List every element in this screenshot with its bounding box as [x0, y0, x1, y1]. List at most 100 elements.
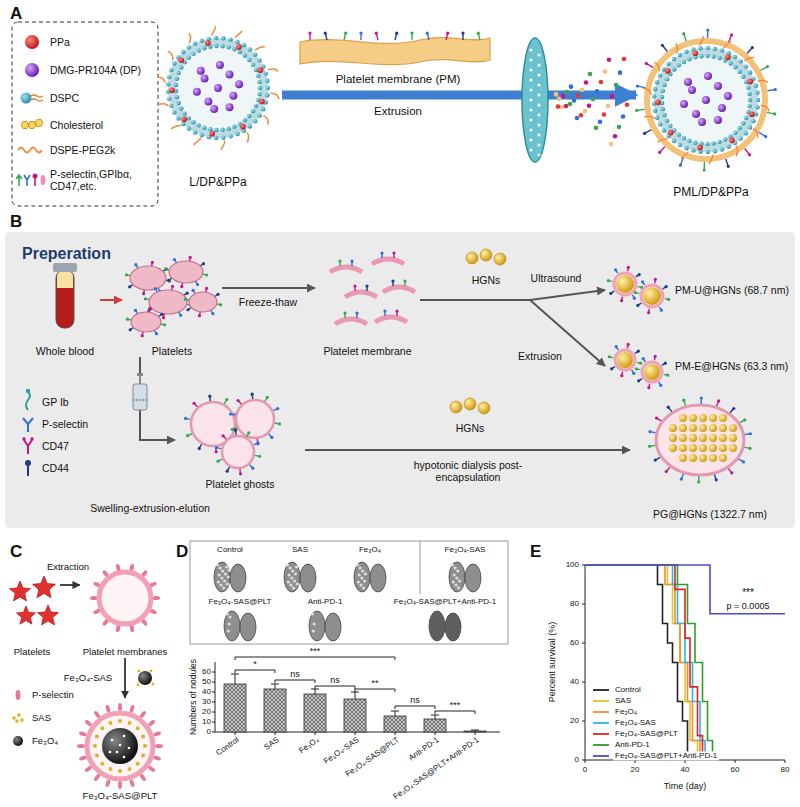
lung-nodule — [224, 572, 227, 575]
process-arrow — [124, 658, 126, 698]
tick-label: 20 — [570, 716, 579, 725]
lipid-head — [257, 80, 261, 84]
gold-nanoparticle — [679, 454, 687, 462]
peg-chain — [235, 31, 243, 38]
tick-label: 50 — [202, 677, 211, 686]
lipid-head — [684, 146, 688, 150]
gold-nanoparticle — [719, 444, 727, 452]
gold-nanoparticle — [669, 434, 677, 442]
dp-drug — [704, 72, 712, 80]
axis-tick — [212, 732, 215, 733]
membrane-protein — [647, 311, 650, 314]
gold-nanoparticle — [709, 414, 717, 422]
nanoparticle — [587, 103, 592, 108]
membrane-fragment — [335, 319, 367, 324]
error-bar — [235, 674, 236, 684]
peg-chain — [658, 139, 668, 142]
lipid-head — [747, 92, 751, 96]
lipid-head — [226, 45, 230, 49]
gold-nanoparticle — [478, 402, 490, 414]
lipid-head — [243, 118, 247, 122]
lipid-head — [254, 68, 258, 72]
figure-node: Platelets — [122, 250, 222, 357]
figure-node: PM-E@HGNs (63.3 nm) — [605, 338, 793, 394]
significance-bracket — [435, 711, 475, 714]
gold-nanoparticle — [480, 249, 492, 261]
dp-drug — [204, 97, 212, 105]
nanoparticle — [618, 70, 623, 75]
blood-tube — [56, 270, 74, 328]
legend-entry: Fe₃O₄ — [613, 707, 639, 716]
category-label: Anti-PD-1 — [407, 735, 441, 762]
peg-chain — [761, 105, 769, 111]
nanoparticle — [594, 126, 599, 131]
platelet — [189, 292, 217, 312]
lipid-head — [265, 93, 269, 97]
process-arrow — [100, 299, 122, 301]
tick-label: 60 — [202, 667, 211, 676]
significance-mark: ** — [371, 678, 378, 688]
bar — [464, 731, 486, 732]
legend-line — [593, 755, 609, 757]
fe3o4-core — [123, 735, 126, 738]
axis-tick — [212, 692, 215, 693]
membrane-pore — [538, 114, 541, 117]
membrane-protein — [766, 65, 769, 68]
arrow-label: Extraction — [45, 562, 91, 573]
membrane-protein — [751, 46, 754, 49]
photo-caption: SAS — [292, 545, 308, 554]
axis-title: Time (day) — [664, 781, 707, 791]
axis — [585, 565, 586, 760]
peg-chain — [643, 89, 651, 95]
lung-nodule — [225, 565, 228, 568]
nanoparticle — [554, 92, 559, 97]
peg-chain — [189, 33, 191, 43]
lung-nodule — [356, 563, 359, 566]
plasma — [57, 272, 73, 288]
node-label: L/DP&PPa — [189, 176, 246, 190]
photo-divider — [420, 541, 421, 594]
gold-nanoparticle — [669, 444, 677, 452]
membrane-protein — [773, 112, 776, 115]
lipid-head — [693, 140, 697, 144]
lipid-head — [713, 149, 717, 153]
lipid-head — [723, 137, 727, 141]
membrane-protein — [700, 396, 703, 399]
legend-entry: CD47 — [42, 440, 69, 452]
lipid-head — [248, 47, 252, 51]
peg-chain — [158, 104, 168, 106]
lung-nodule — [289, 566, 292, 569]
dp-drug — [214, 84, 222, 92]
lipid-head — [655, 80, 659, 84]
membrane-protein — [620, 374, 623, 377]
node-label: PM-U@HGNs (68.7 nm) — [675, 284, 789, 296]
membrane-pore — [530, 139, 533, 142]
gold-nanoparticle — [719, 424, 727, 432]
error-bar — [395, 711, 396, 716]
axis-tick — [435, 732, 436, 735]
lung-photo — [224, 611, 240, 641]
gold-nanoparticle — [689, 424, 697, 432]
dp-icon — [25, 63, 39, 77]
membrane-protein — [637, 350, 640, 353]
lung-photo — [354, 562, 370, 592]
lung-nodule — [294, 572, 297, 575]
membrane-protein — [380, 251, 383, 254]
sas-dot — [138, 670, 141, 673]
ppa-dot — [205, 40, 211, 46]
lipid-head — [728, 61, 732, 65]
node-label: PML/DP&PPa — [673, 186, 748, 200]
lung-nodule — [452, 580, 455, 583]
membrane-protein — [648, 430, 651, 433]
lipid-head — [738, 70, 742, 74]
peg-chain — [699, 36, 703, 45]
platelet — [149, 290, 187, 314]
cd44-icon — [25, 460, 31, 466]
membrane-protein — [667, 406, 670, 409]
legend-line — [593, 733, 609, 735]
lipid-head — [266, 86, 270, 90]
lung-nodule — [363, 579, 366, 582]
platelet — [130, 266, 166, 290]
platelet-membrane-coat — [87, 713, 153, 779]
sas-dot — [143, 744, 147, 748]
